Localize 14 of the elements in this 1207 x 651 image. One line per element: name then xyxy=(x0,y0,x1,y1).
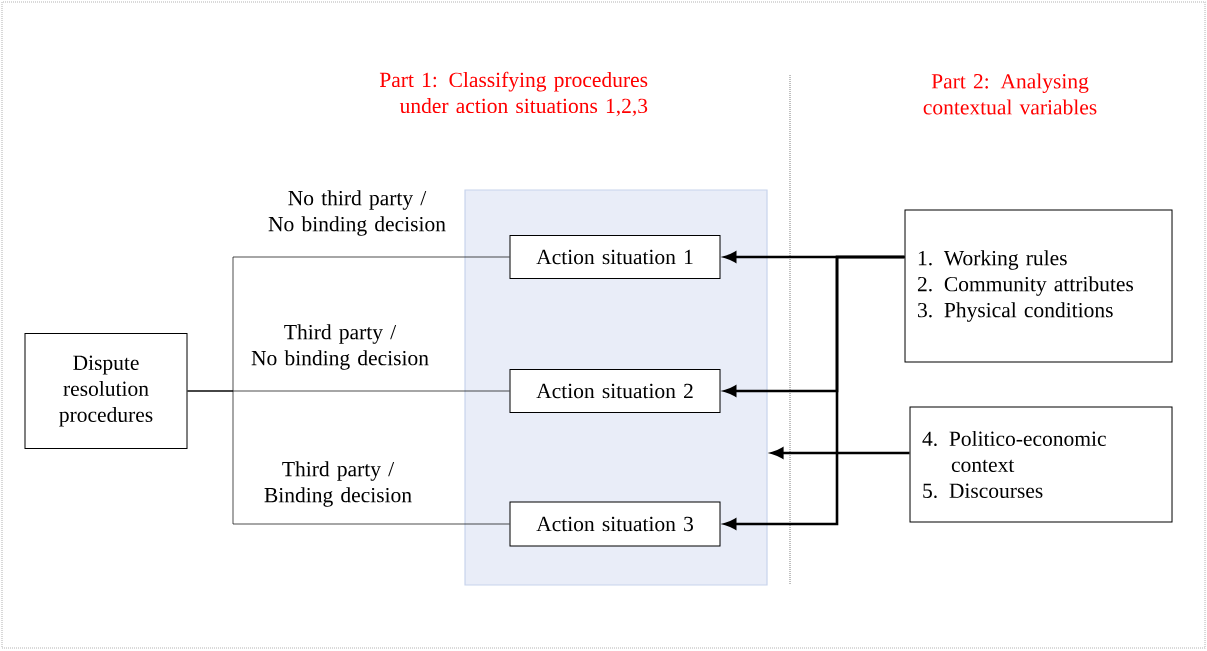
edge-label: Third party / Binding decision xyxy=(264,461,412,507)
section-heading: Part 2: Analysing contextual variables xyxy=(923,73,1097,115)
process-box: Action situation 1 xyxy=(509,235,721,279)
connector-line xyxy=(187,390,510,525)
process-box: Action situation 3 xyxy=(509,501,721,547)
edge-label: No third party / No binding decision xyxy=(268,190,446,236)
arrow xyxy=(724,255,905,530)
list-box: 1. Working rules 2. Community attributes 3. Physical conditions xyxy=(904,209,1173,363)
process-box: Action situation 2 xyxy=(509,369,721,413)
arrow xyxy=(771,447,910,459)
list-box: 4. Politico-economic context 5. Discourses xyxy=(909,406,1173,523)
section-heading: Part 1: Classifying procedures under action situations 1,2,3 xyxy=(379,71,648,117)
edge-label: Third party / No binding decision xyxy=(251,324,429,370)
process-box: Dispute resolution procedures xyxy=(24,333,188,449)
